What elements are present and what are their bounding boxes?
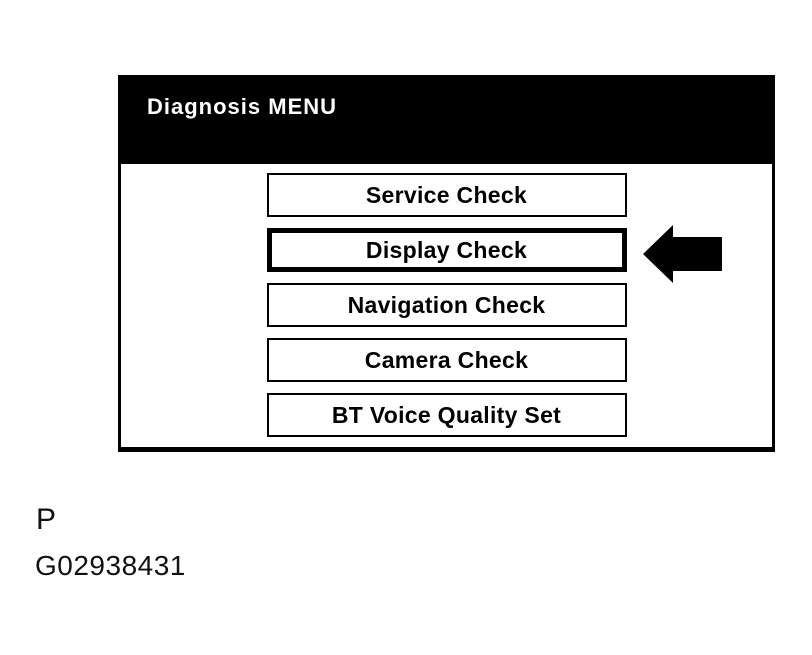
panel-header: Diagnosis MENU <box>118 75 775 164</box>
menu-button-navigation-check[interactable]: Navigation Check <box>266 283 627 327</box>
diagnosis-menu-panel: Diagnosis MENU Service Check Display Che… <box>118 75 775 452</box>
page-label: P <box>36 503 57 536</box>
menu-button-bt-voice-quality-set[interactable]: BT Voice Quality Set <box>266 393 627 437</box>
menu-button-label: Camera Check <box>364 346 529 373</box>
menu-button-label: Navigation Check <box>347 291 546 318</box>
menu-button-label: Service Check <box>365 181 528 208</box>
menu-button-camera-check[interactable]: Camera Check <box>266 338 627 382</box>
menu-button-label: BT Voice Quality Set <box>331 401 562 428</box>
page-title: Diagnosis MENU <box>147 94 338 119</box>
menu-button-service-check[interactable]: Service Check <box>266 173 627 217</box>
left-block-arrow-icon <box>643 225 722 283</box>
menu-button-display-check[interactable]: Display Check <box>266 228 627 272</box>
menu-button-label: Display Check <box>365 236 528 263</box>
figure-id: G02938431 <box>35 550 186 581</box>
menu-button-list: Service Check Display Check Navigation C… <box>118 164 775 452</box>
